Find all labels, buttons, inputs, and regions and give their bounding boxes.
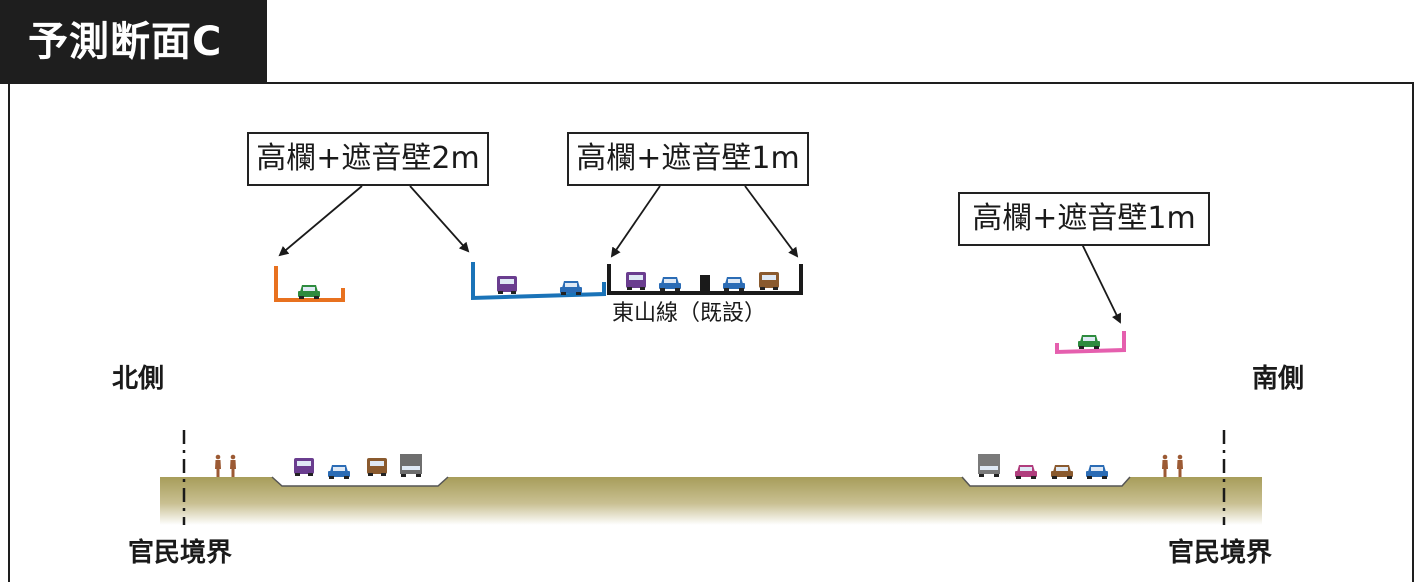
car-icon [723, 277, 745, 291]
arrow [744, 185, 799, 258]
arrow [278, 185, 363, 257]
car-icon [659, 277, 681, 291]
section-title-tab: 予測断面C [0, 0, 267, 84]
south-side-label: 南側 [1252, 364, 1305, 394]
car-icon [1051, 465, 1073, 479]
car-icon [328, 465, 350, 479]
truck-icon [978, 454, 1000, 477]
car-icon [1086, 465, 1108, 479]
right-surface-road [961, 476, 1131, 487]
pink-elevated-structure [1055, 331, 1126, 355]
van-icon [626, 272, 646, 290]
pedestrian-icon [1177, 454, 1183, 477]
arrow [610, 185, 661, 258]
north-side-label: 北側 [112, 364, 165, 394]
center-divider [700, 275, 710, 293]
section-title: 予測断面C [28, 19, 223, 65]
arrow [409, 185, 470, 253]
van-icon [367, 458, 387, 476]
callout-right: 高欄+遮音壁1m [958, 192, 1210, 246]
car-icon [1078, 335, 1100, 349]
boundary-label-left: 官民境界 [128, 538, 233, 568]
orange-elevated-structure [274, 266, 345, 302]
callout-left: 高欄+遮音壁2m [247, 132, 489, 186]
pedestrian-icon [215, 454, 221, 477]
callout-middle: 高欄+遮音壁1m [567, 132, 809, 186]
pedestrian-icon [230, 454, 236, 477]
diagram-panel [8, 82, 1414, 582]
van-icon [294, 458, 314, 476]
left-surface-road [271, 476, 449, 487]
van-icon [759, 272, 779, 290]
pedestrian-icon [1162, 454, 1168, 477]
blue-elevated-structure [471, 262, 606, 301]
boundary-label-right: 官民境界 [1168, 538, 1273, 568]
van-icon [497, 276, 517, 294]
truck-icon [400, 454, 422, 477]
car-icon [560, 281, 582, 295]
car-icon [298, 285, 320, 299]
arrow [1081, 243, 1121, 324]
existing-line-label: 東山線（既設） [612, 301, 767, 326]
car-icon [1015, 465, 1037, 479]
